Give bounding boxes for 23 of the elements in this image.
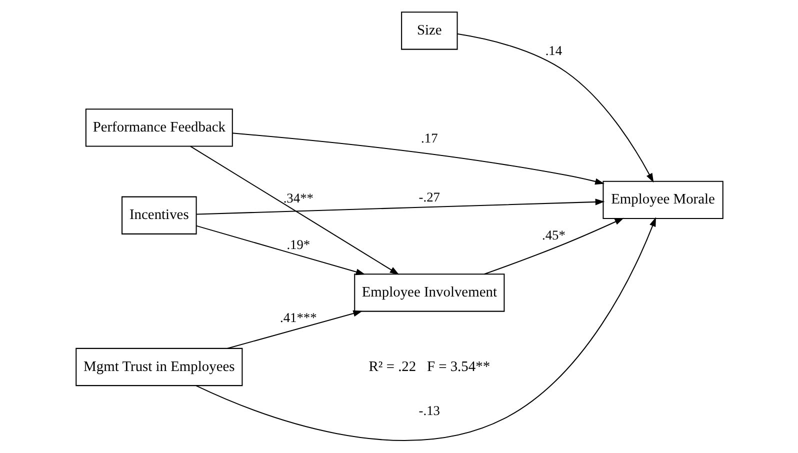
edge-label: .17 bbox=[420, 130, 438, 146]
arrow bbox=[456, 33, 654, 183]
edge-label: .45* bbox=[541, 228, 565, 243]
edge-label: -.27 bbox=[418, 189, 440, 204]
node-box: Employee Involvement bbox=[354, 274, 504, 312]
edge-label: .19* bbox=[286, 236, 310, 252]
edge-label: .14 bbox=[544, 42, 562, 58]
node-box: Mgmt Trust in Employees bbox=[75, 348, 242, 386]
node-box: Performance Feedback bbox=[84, 108, 232, 147]
arrow bbox=[196, 225, 365, 276]
edge-label: .34** bbox=[282, 190, 313, 206]
arrow bbox=[226, 310, 362, 349]
node-box: Size bbox=[400, 12, 458, 50]
arrow bbox=[196, 198, 604, 215]
arrow bbox=[232, 132, 604, 185]
arrow bbox=[195, 217, 656, 441]
edge-label: .41*** bbox=[280, 310, 316, 326]
node-box: Employee Morale bbox=[602, 180, 723, 219]
edge-label: -.13 bbox=[418, 402, 440, 418]
arrow bbox=[484, 218, 624, 275]
label: R² = .22 F = 3.54** bbox=[368, 358, 490, 375]
arrow bbox=[190, 146, 399, 275]
node-box: Incentives bbox=[121, 196, 196, 234]
